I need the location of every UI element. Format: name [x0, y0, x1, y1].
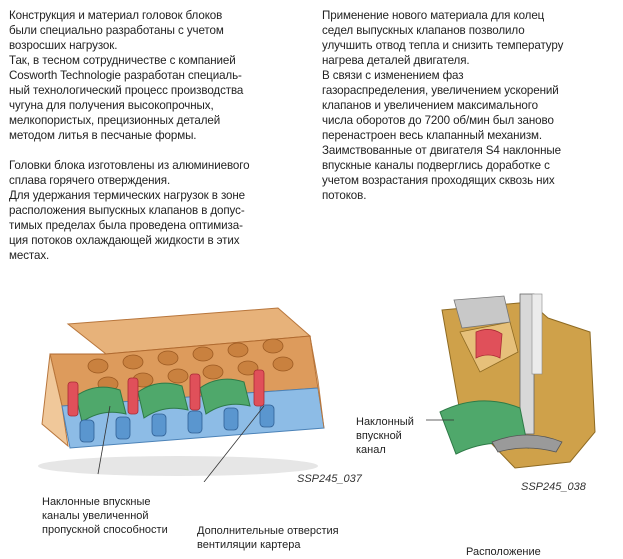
figure-left-code: SSP245_037: [297, 473, 362, 485]
left-paragraph-1: Конструкция и материал головок блоков бы…: [9, 9, 244, 142]
intake-channels-caption: Наклонные впускные каналы увеличенной пр…: [42, 496, 168, 536]
figure-right-code: SSP245_038: [521, 481, 586, 493]
right-paragraph-1: Применение нового материала для колец се…: [322, 9, 564, 202]
left-text-column: Конструкция и материал головок блоков бы…: [9, 8, 304, 263]
left-paragraph-2: Головки блока изготовлены из алюминиевог…: [9, 159, 250, 262]
intake-port-section-illustration: [426, 293, 596, 469]
cylinder-head-illustration: [38, 307, 325, 482]
inclined-intake-caption: Наклонный впускной канал: [356, 416, 414, 456]
right-text-column: Применение нового материала для колец се…: [322, 8, 618, 203]
vent-holes-caption: Дополнительные отверстия вентиляции карт…: [197, 525, 339, 551]
location-caption: Расположение: [466, 546, 541, 558]
